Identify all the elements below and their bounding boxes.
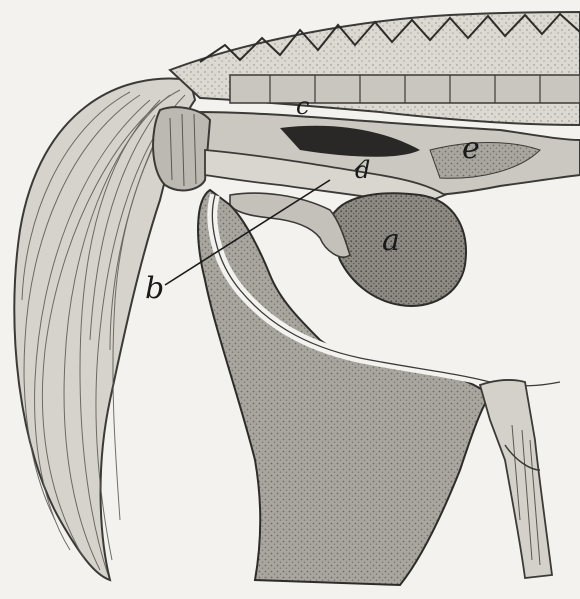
- anal-region: [153, 107, 210, 190]
- spinal-column: [170, 12, 580, 125]
- label-a: a: [382, 223, 400, 258]
- label-c-upper: c: [296, 92, 309, 120]
- label-c-right: e: [462, 131, 480, 166]
- label-d: d: [355, 156, 370, 184]
- hind-leg: [480, 380, 552, 578]
- label-b: b: [145, 271, 164, 306]
